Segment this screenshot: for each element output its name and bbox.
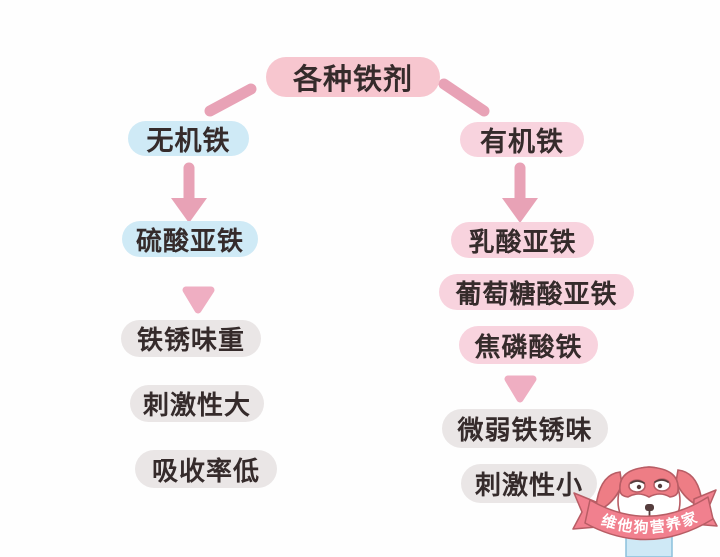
down-arrow-right-icon [502, 162, 538, 223]
banner-ribbon [584, 496, 714, 541]
node-ferrous-lactate: 乳酸亚铁 [451, 222, 594, 258]
trait-strong-rust-taste: 铁锈味重 [121, 320, 261, 357]
triangle-pointer-right-icon [504, 375, 537, 403]
node-ferrous-sulfate: 硫酸亚铁 [122, 221, 258, 257]
dog-nose [645, 504, 654, 511]
dog-right-eye [653, 478, 671, 492]
branch-inorganic-iron: 无机铁 [128, 121, 249, 157]
trait-low-irritation: 刺激性小 [461, 464, 597, 503]
connector-right-branch [438, 78, 490, 117]
mascot-dog-logo: 维他狗营养家 [572, 466, 718, 557]
down-arrow-left-icon [171, 162, 207, 223]
trait-faint-rust-taste: 微弱铁锈味 [442, 409, 608, 448]
trait-high-irritation: 刺激性大 [130, 385, 264, 422]
root-node-title: 各种铁剂 [266, 57, 440, 97]
node-ferric-pyrophosphate: 焦磷酸铁 [459, 326, 598, 364]
triangle-pointer-left-icon [182, 286, 215, 314]
branch-organic-iron: 有机铁 [460, 122, 584, 158]
connector-left-branch [204, 83, 257, 117]
node-ferrous-gluconate: 葡萄糖酸亚铁 [439, 274, 634, 310]
dog-left-eye [628, 479, 646, 493]
trait-low-absorption: 吸收率低 [135, 450, 277, 488]
